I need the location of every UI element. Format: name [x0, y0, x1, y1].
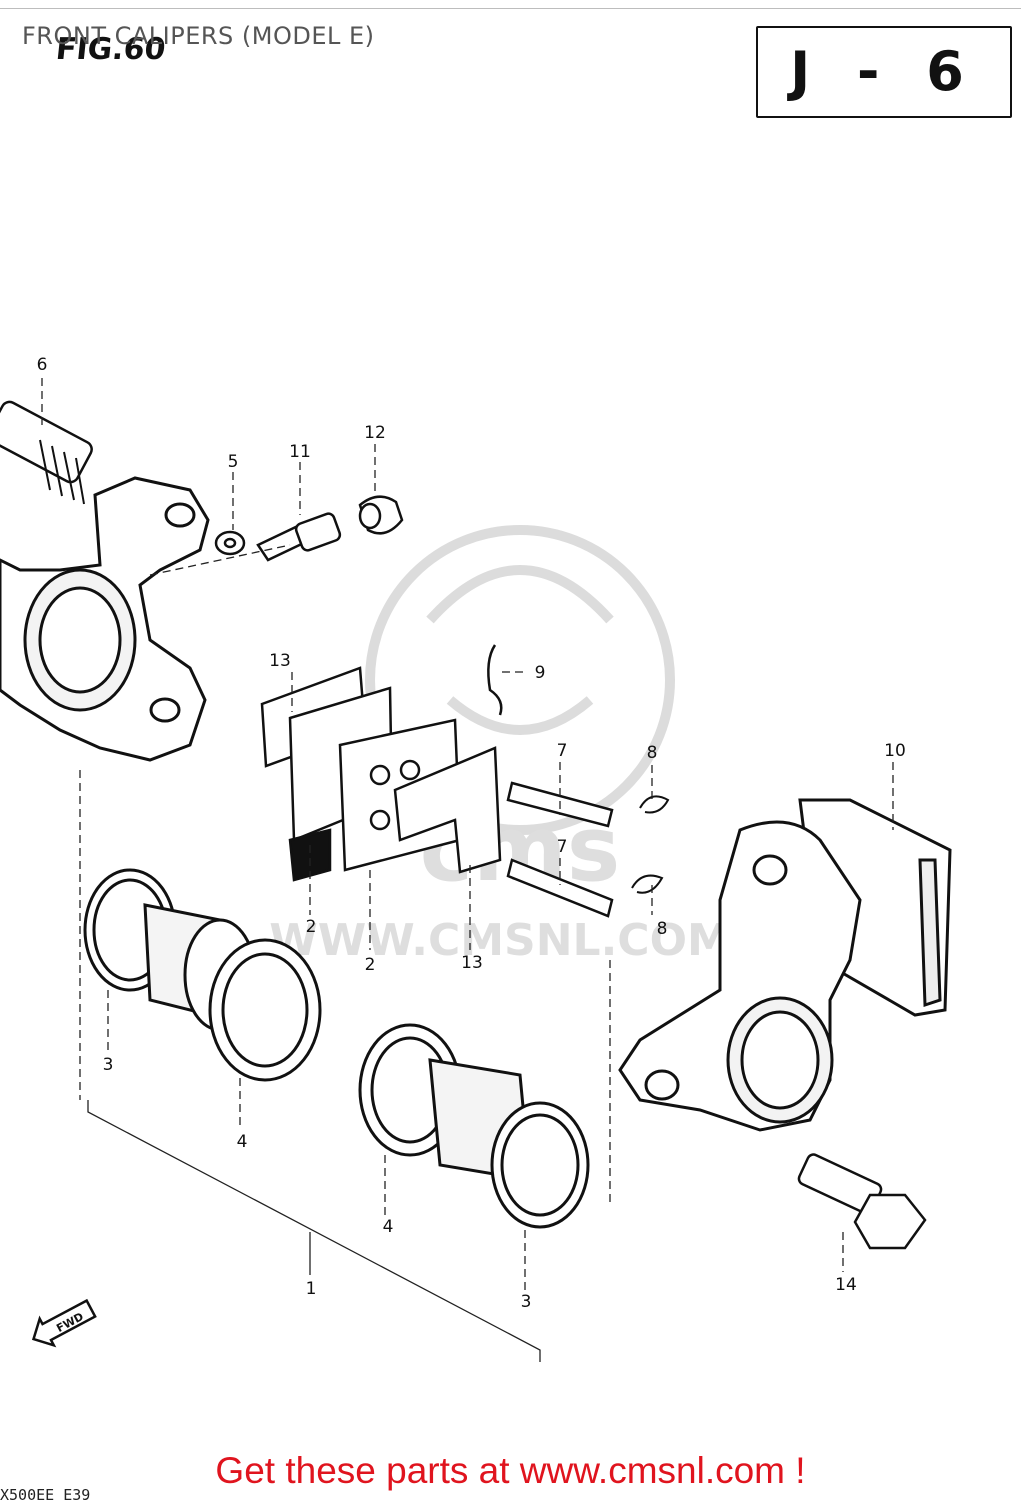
callout-3-left: 3: [103, 1055, 114, 1075]
callout-13-upper: 13: [269, 651, 291, 671]
callout-8-upper: 8: [647, 743, 658, 763]
watermark-helmet-circle: [365, 525, 675, 835]
page-title: FRONT CALIPERS (MODEL E): [22, 22, 375, 50]
left-piston-set: [83, 868, 322, 1082]
callout-11: 11: [289, 442, 311, 462]
callout-12: 12: [364, 423, 386, 443]
part-1-bracket: [87, 1100, 541, 1362]
callout-4-left: 4: [237, 1132, 248, 1152]
callout-5: 5: [228, 452, 239, 472]
part-11-bleeder-screw: [256, 512, 342, 562]
callout-4-right: 4: [383, 1217, 394, 1237]
callout-numbers: 6 5 11 12 13 9 7 7 8 8 10 2 2 13 3 4 4 1…: [37, 355, 906, 1312]
part-12-cap: [358, 495, 404, 535]
callout-2-left: 2: [306, 917, 317, 937]
watermark: [365, 525, 675, 835]
callout-13-lower: 13: [461, 953, 483, 973]
parts-link-banner[interactable]: Get these parts at www.cmsnl.com !: [215, 1450, 806, 1491]
watermark-helmet-chin: [446, 696, 594, 735]
part-8-clips: [631, 795, 670, 894]
left-caliper-body: [0, 476, 210, 762]
callout-3-right: 3: [521, 1292, 532, 1312]
part-9-spring-clip: [487, 644, 503, 716]
right-caliper-body: [618, 820, 862, 1132]
forward-arrow: FWD: [31, 1298, 97, 1348]
reference-box: J - 6: [756, 26, 1012, 118]
watermark-url: WWW.CMSNL.COM: [269, 915, 731, 966]
callout-6: 6: [37, 355, 48, 375]
callout-7-upper: 7: [557, 741, 568, 761]
callout-10: 10: [884, 741, 906, 761]
reference-code: J - 6: [790, 40, 978, 103]
part-6-bolt: [0, 400, 93, 505]
part-13-shim-right: [393, 746, 502, 874]
watermark-helmet-visor: [426, 565, 614, 624]
callout-8-lower: 8: [657, 919, 668, 939]
top-rule: [0, 8, 1021, 9]
brake-pad-set: [260, 666, 502, 882]
callout-7-lower: 7: [557, 837, 568, 857]
callout-9: 9: [535, 663, 546, 683]
callout-14: 14: [835, 1275, 857, 1295]
callout-2-right: 2: [365, 955, 376, 975]
leader-lines: [41, 378, 894, 1290]
right-piston-set: [358, 1023, 590, 1229]
part-5-washer: [214, 530, 246, 556]
callout-1: 1: [306, 1279, 317, 1299]
part-14-bolt: [797, 1153, 927, 1250]
